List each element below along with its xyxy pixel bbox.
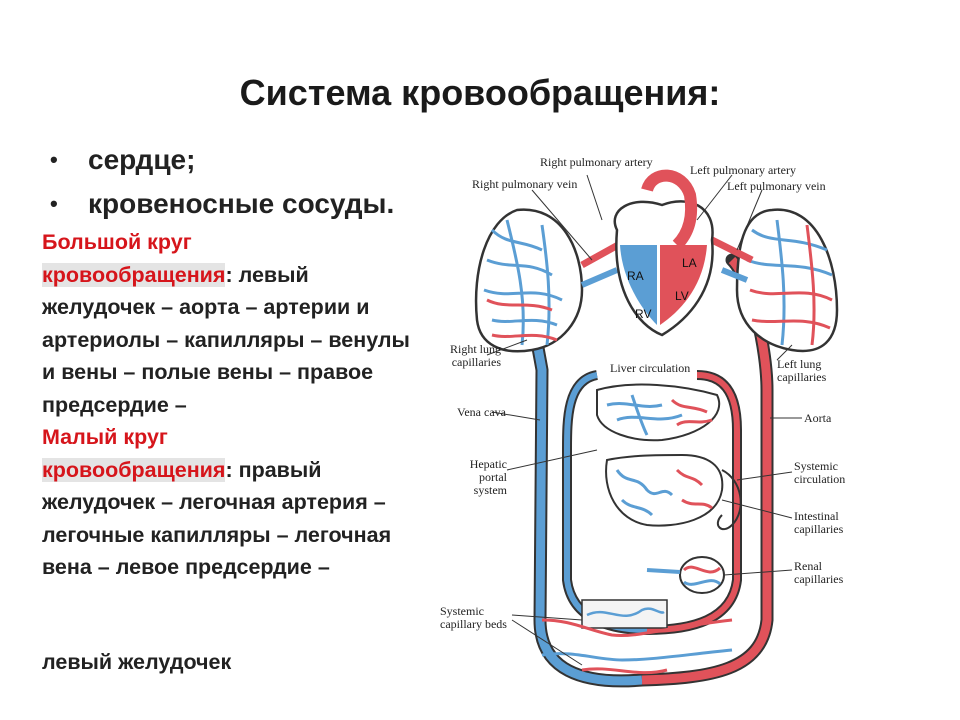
- liver: [596, 383, 720, 442]
- big-circle-heading-b: кровообращения: [42, 262, 226, 287]
- circulation-diagram: RA LA RV LV: [432, 150, 862, 690]
- kidney-capillaries: [646, 556, 725, 594]
- heart: RA LA RV LV: [613, 169, 714, 337]
- bullet-item: • кровеносные сосуды.: [50, 184, 394, 228]
- bullet-dot-icon: •: [50, 147, 58, 172]
- small-circle-tail: : правый: [225, 457, 322, 482]
- circulation-illustration: RA LA RV LV: [474, 169, 839, 688]
- label-right-pulmonary-artery: Right pulmonary artery: [540, 155, 653, 169]
- intestines: [605, 453, 742, 531]
- chamber-la: LA: [682, 256, 697, 270]
- bullet-text: сердце;: [88, 144, 196, 175]
- bullet-text: кровеносные сосуды.: [88, 188, 395, 219]
- pulmonary-vein: [580, 267, 749, 288]
- label-vena-cava: Vena cava: [457, 405, 506, 419]
- label-left-pulmonary-vein: Left pulmonary vein: [727, 179, 826, 193]
- last-line: левый желудочек: [42, 650, 232, 674]
- label-leader-lines: [486, 174, 802, 666]
- small-circle-heading-a: Малый круг: [42, 425, 168, 449]
- bullet-dot-icon: •: [50, 191, 58, 216]
- bullet-list: • сердце; • кровеносные сосуды.: [50, 140, 394, 228]
- left-lung: [735, 208, 839, 353]
- label-aorta: Aorta: [804, 411, 832, 425]
- big-circle-heading-a: Большой круг: [42, 230, 192, 254]
- chamber-lv: LV: [675, 289, 689, 303]
- small-circle-heading-b: кровообращения: [42, 457, 226, 482]
- bullet-item: • сердце;: [50, 140, 394, 184]
- chamber-ra: RA: [627, 269, 644, 283]
- slide-title: Система кровообращения:: [239, 72, 721, 113]
- label-right-pulmonary-vein: Right pulmonary vein: [472, 177, 578, 191]
- big-circle-tail: : левый: [225, 262, 309, 287]
- right-lung: [474, 208, 584, 353]
- label-left-pulmonary-artery: Left pulmonary artery: [690, 163, 796, 177]
- systemic-capillary-beds: [541, 599, 733, 675]
- small-circle-text: желудочек – легочная артерия – легочные …: [42, 490, 392, 579]
- label-liver-circulation: Liver circulation: [610, 361, 691, 375]
- chamber-rv: RV: [635, 307, 651, 321]
- big-circle-text: желудочек – аорта – артерии и артериолы …: [42, 295, 410, 417]
